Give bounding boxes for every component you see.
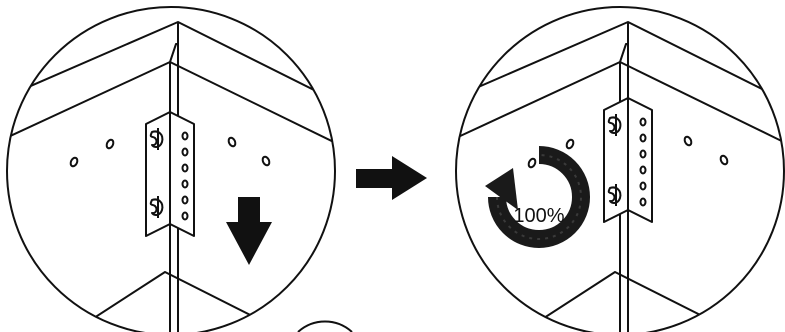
corner-bracket [145,111,195,237]
corner-bracket [603,97,653,223]
close-up-before [6,6,336,332]
rotation-percent-label: 100% [513,205,564,227]
screw-holes [69,136,271,168]
close-up-frame [6,6,336,332]
next-step-circle-edge [297,320,353,332]
down-arrow-icon [226,197,272,265]
right-arrow-icon [356,156,427,200]
rotate-arrow-icon [485,146,590,248]
screw-holes [527,135,729,169]
close-up-frame [455,6,785,332]
close-up-after: 100% [455,6,785,332]
